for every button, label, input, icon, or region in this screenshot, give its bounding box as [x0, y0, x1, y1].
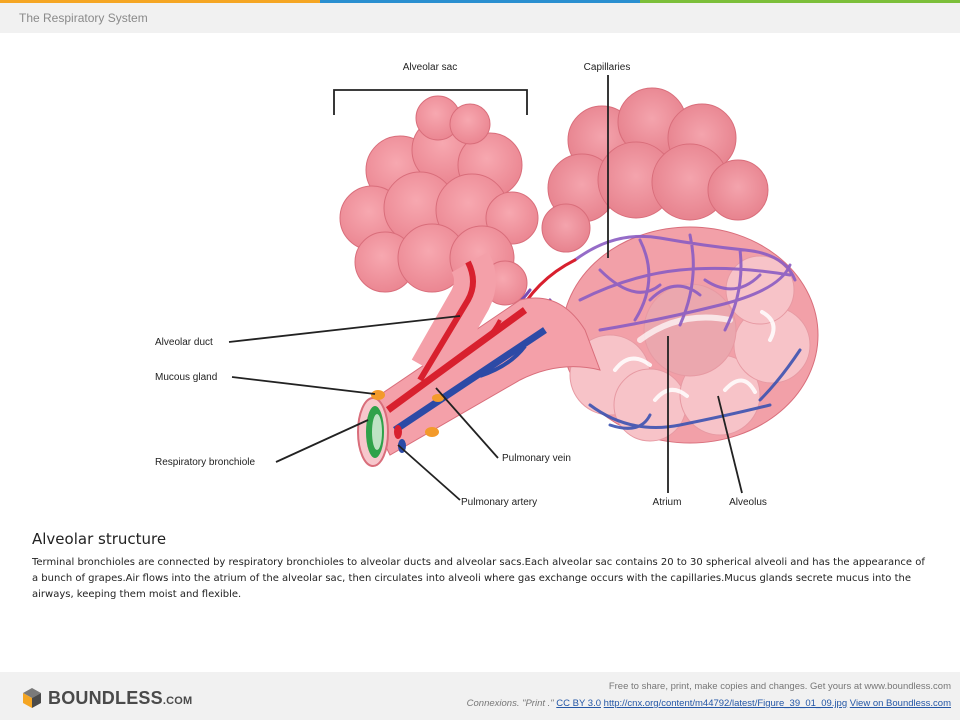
boundless-cube-icon [23, 688, 41, 708]
source-link[interactable]: http://cnx.org/content/m44792/latest/Fig… [603, 698, 848, 709]
share-notice: Free to share, print, make copies and ch… [608, 681, 951, 692]
bronchiole-tube [357, 251, 601, 467]
label-pulmonary-vein: Pulmonary vein [502, 453, 571, 464]
label-mucous-gland: Mucous gland [155, 372, 217, 383]
accent-stripe-blue [320, 0, 640, 3]
attribution-line: Connexions. "Print ." CC BY 3.0 http://c… [467, 698, 951, 709]
license-link[interactable]: CC BY 3.0 [556, 698, 602, 709]
boundless-wordmark: BOUNDLESS.COM [48, 687, 193, 708]
slide-header: The Respiratory System [0, 3, 960, 33]
leader-lines [228, 75, 743, 501]
boundless-logo[interactable]: BOUNDLESS.COM [21, 687, 192, 709]
attribution-prefix: Connexions. "Print ." [466, 698, 554, 709]
label-capillaries: Capillaries [584, 62, 631, 73]
view-on-boundless-link[interactable]: View on Boundless.com [849, 698, 951, 709]
label-alveolar-sac: Alveolar sac [403, 62, 457, 73]
right-alveolar-sac [541, 87, 769, 253]
label-alveolus: Alveolus [729, 497, 767, 508]
label-alveolar-duct: Alveolar duct [155, 337, 213, 348]
label-respiratory-bronchiole: Respiratory bronchiole [155, 457, 255, 468]
label-atrium: Atrium [653, 497, 682, 508]
alveolar-sac-bracket [333, 89, 528, 115]
accent-stripe-orange [0, 0, 320, 3]
caption-title: Alveolar structure [32, 530, 167, 548]
alveolar-structure-diagram: Alveolar sac Capillaries Alveolar duct M… [155, 62, 819, 508]
slide-footer: BOUNDLESS.COM Free to share, print, make… [0, 672, 960, 720]
label-pulmonary-artery: Pulmonary artery [461, 497, 537, 508]
accent-stripe-green [640, 0, 960, 3]
top-accent-bar [0, 0, 960, 3]
left-alveolar-sac [339, 95, 539, 306]
slide-header-title: The Respiratory System [19, 11, 148, 25]
caption-body: Terminal bronchioles are connected by re… [32, 557, 925, 600]
